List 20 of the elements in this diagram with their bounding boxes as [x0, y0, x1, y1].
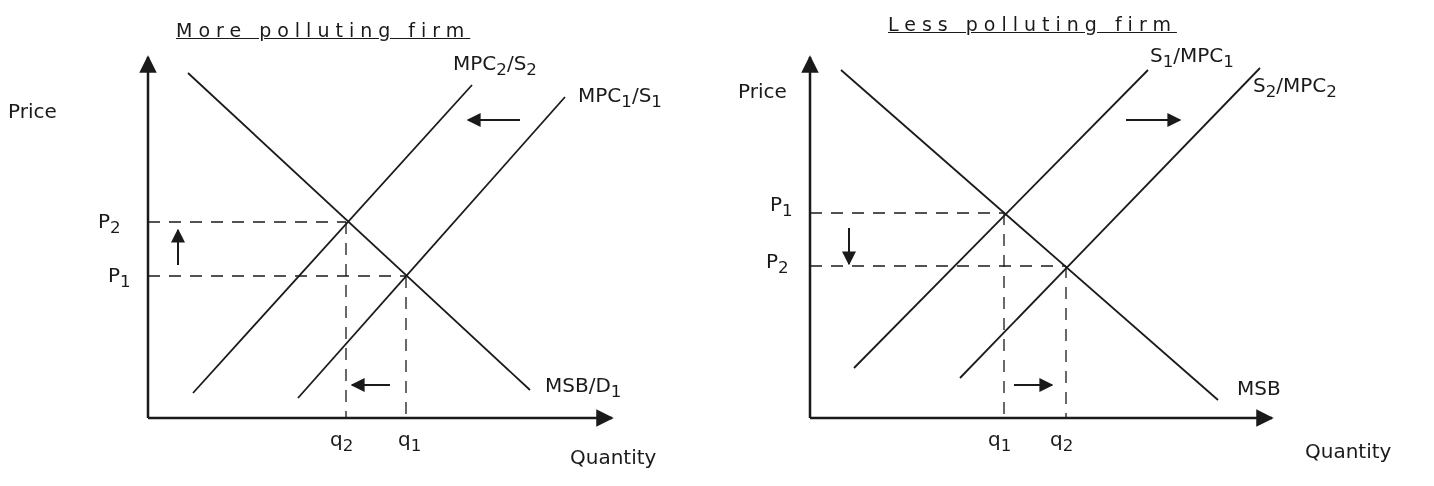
axis-label: MPC$_{1}$/S$_{1}$ [578, 84, 662, 112]
axis-label: q$_{2}$ [330, 428, 354, 456]
axis-label: P$_{1}$ [108, 264, 131, 292]
axis-label: S$_{2}$/MPC$_{2}$ [1253, 74, 1337, 102]
axis-label: q$_{2}$ [1050, 428, 1074, 456]
axis-label: Quantity [1305, 440, 1392, 462]
axis-label: Price [8, 100, 57, 122]
axis-label: MSB [1237, 377, 1281, 399]
axis-label: P$_{2}$ [766, 250, 789, 278]
axis-label: q$_{1}$ [398, 428, 422, 456]
graph-title: Less polluting firm [888, 14, 1177, 35]
axis-label: Quantity [570, 446, 657, 468]
axis-label: P$_{1}$ [770, 193, 793, 221]
axis-label: q$_{1}$ [988, 428, 1012, 456]
axis-label: MSB/D$_{1}$ [545, 374, 622, 402]
axis-label: Price [738, 80, 787, 102]
axis-label: S$_{1}$/MPC$_{1}$ [1150, 44, 1234, 72]
axis-label: P$_{2}$ [98, 210, 121, 238]
axis-label: MPC$_{2}$/S$_{2}$ [453, 52, 537, 80]
graph-title: More polluting firm [176, 20, 471, 41]
